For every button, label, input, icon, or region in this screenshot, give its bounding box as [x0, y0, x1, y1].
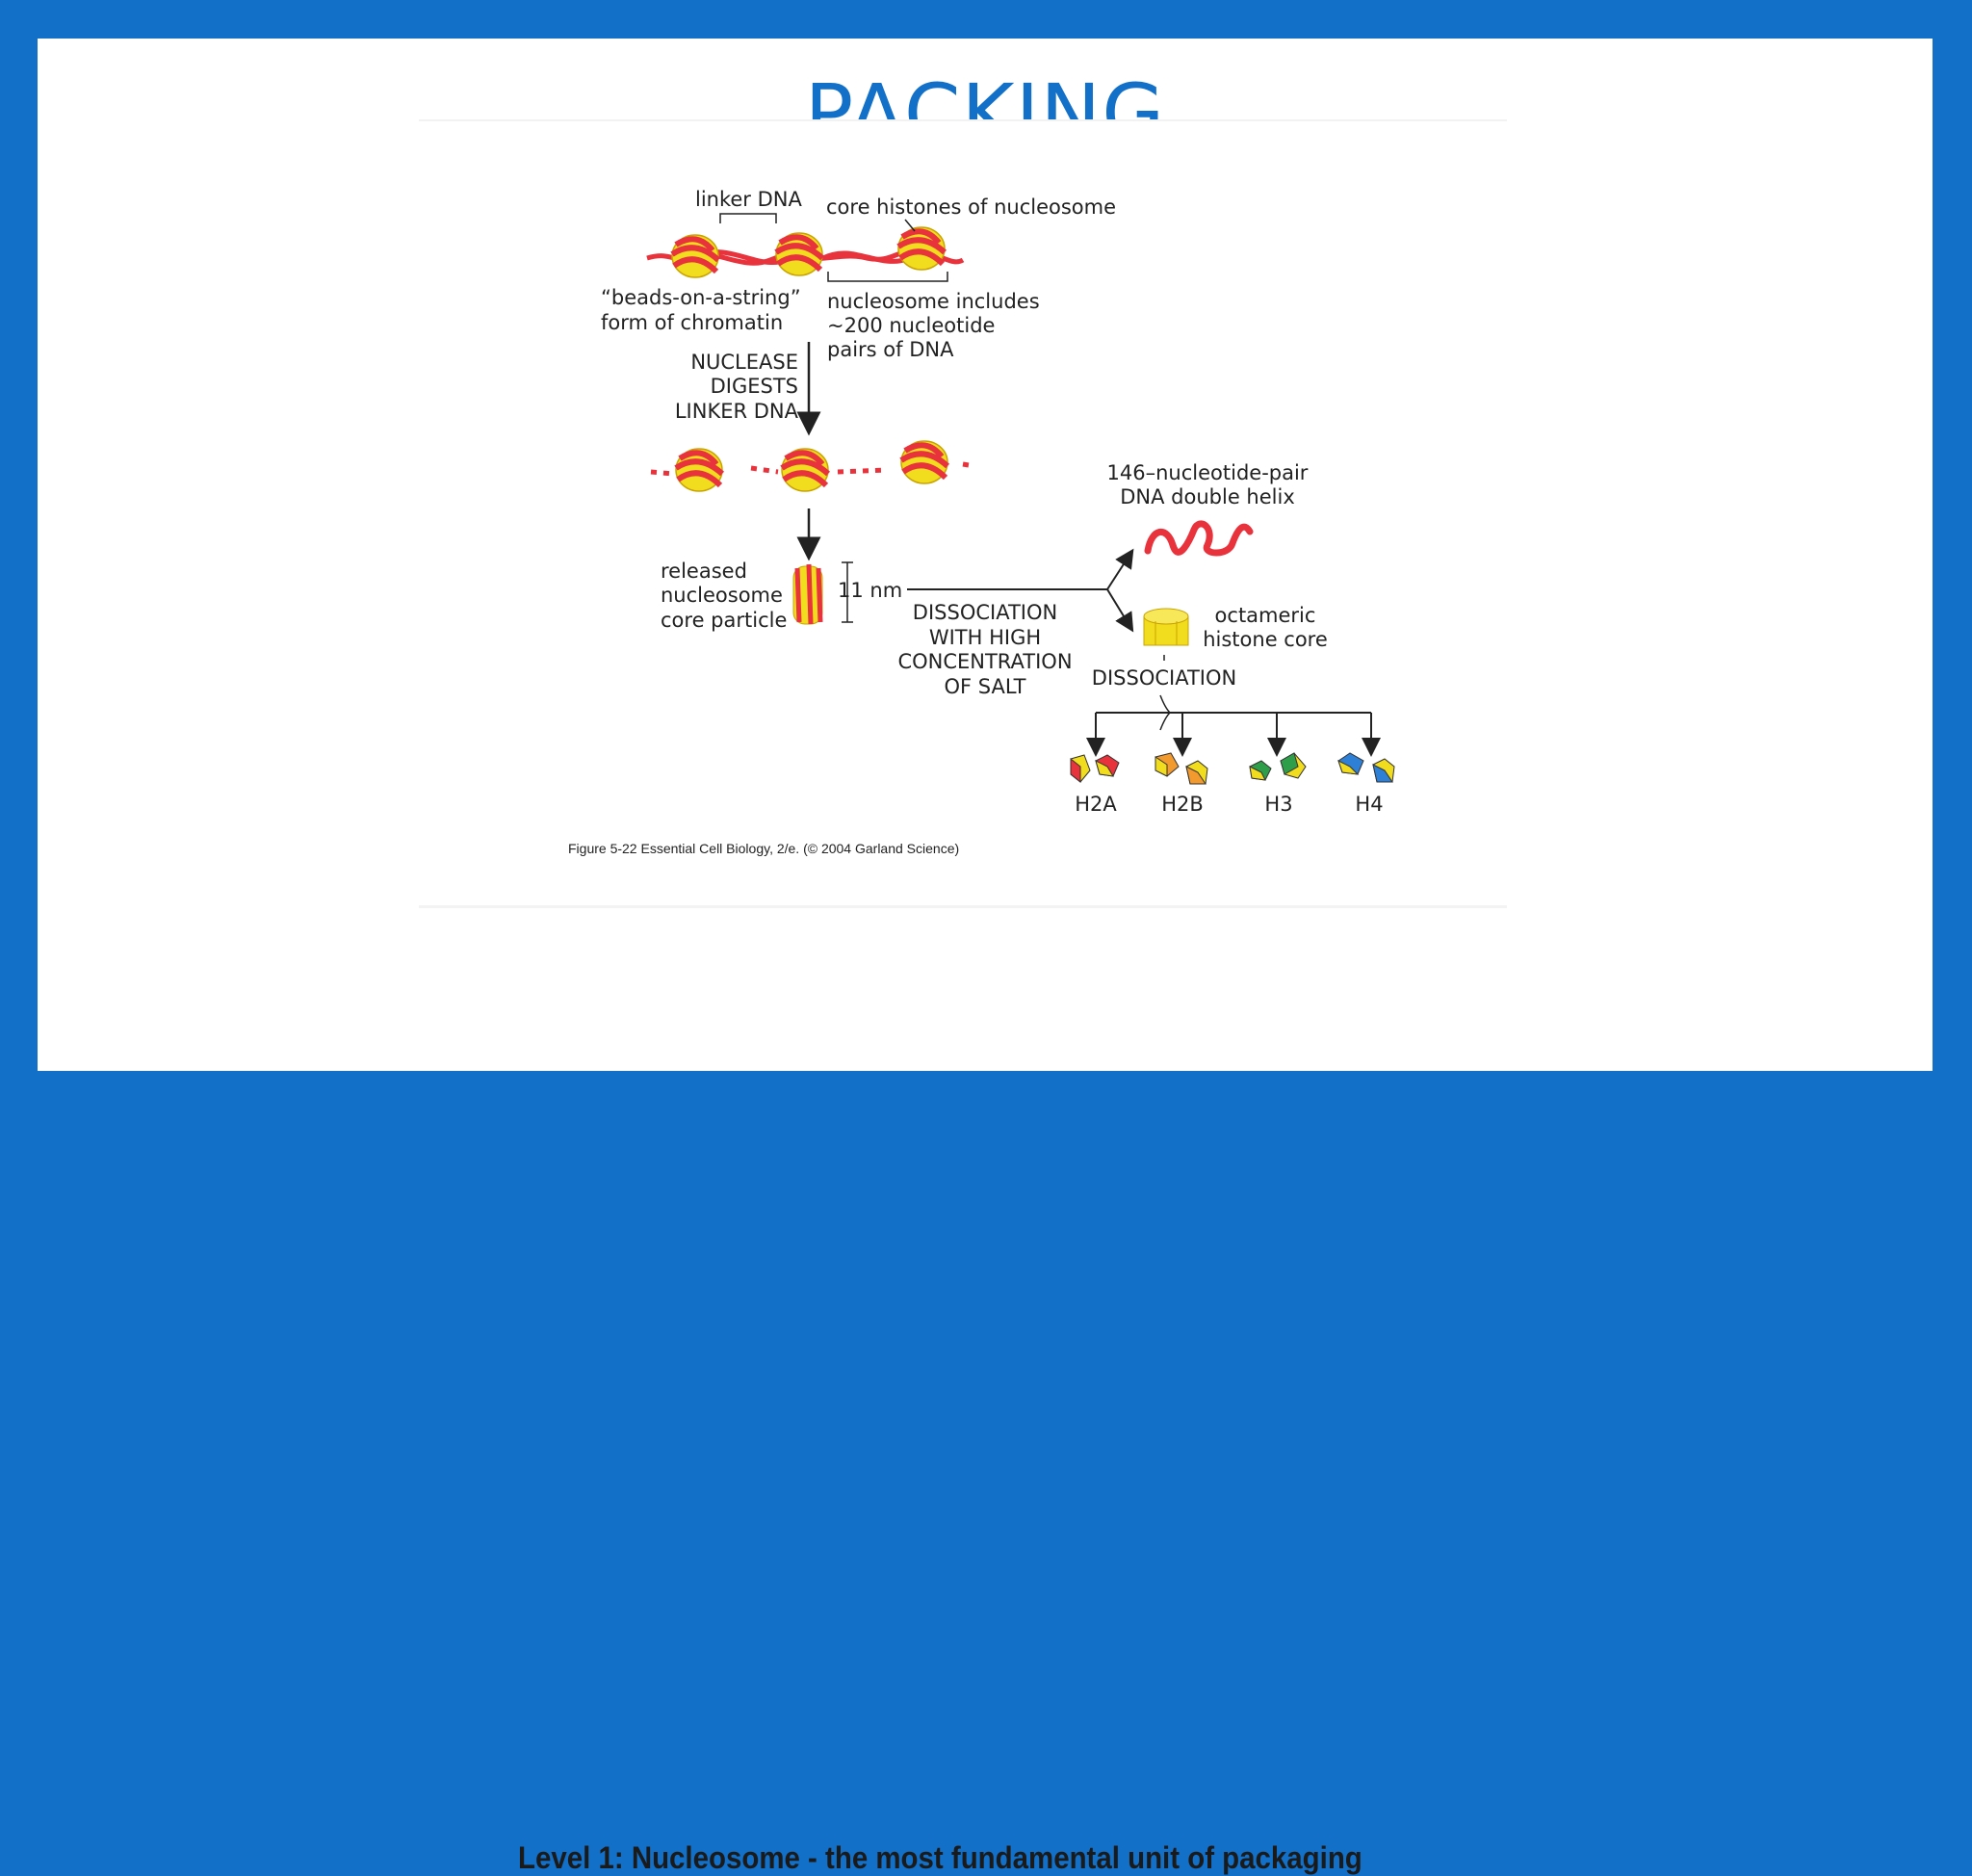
beads-on-string-chromatin [646, 227, 965, 277]
branch-arrow-down [1106, 588, 1134, 633]
histone-label-h4: H4 [1355, 793, 1383, 816]
dissociation-label: DISSOCIATION [1092, 666, 1236, 690]
linker-dna-label: linker DNA [695, 188, 802, 211]
pointer-line [904, 219, 916, 232]
salt-label-1: DISSOCIATION [913, 601, 1057, 624]
nucleosome-label-1: nucleosome includes [827, 290, 1040, 313]
nucleosome-diagram: linker DNA core histones of nucleosome “… [568, 188, 1395, 856]
beads-label-1: “beads-on-a-string” [601, 286, 801, 309]
linker-bracket [719, 213, 777, 223]
histone-label-h2a: H2A [1075, 793, 1117, 816]
nucleosome-label-2: ~200 nucleotide [827, 314, 995, 337]
salt-label-4: OF SALT [944, 675, 1025, 698]
octameric-label-1: octameric [1215, 604, 1316, 627]
nucleosome-label-3: pairs of DNA [827, 338, 954, 361]
helix-label-2: DNA double helix [1120, 485, 1295, 508]
branch-arrow-up [1106, 548, 1134, 590]
released-label-2: nucleosome [661, 584, 783, 607]
size-bar [842, 561, 853, 623]
helix-label-1: 146–nucleotide-pair [1107, 461, 1309, 484]
nucleosome-bead [676, 449, 722, 491]
dna-helix-icon [1144, 520, 1254, 557]
figure-panel [419, 119, 1507, 882]
nucleosome-bead [776, 233, 822, 275]
released-label-1: released [661, 560, 747, 583]
released-label-3: core particle [661, 609, 787, 632]
nucleosome-bracket [827, 272, 948, 282]
nucleosome-bead [672, 235, 718, 277]
salt-label-2: WITH HIGH [929, 626, 1041, 649]
released-core-particle [792, 563, 823, 625]
beads-label-2: form of chromatin [601, 311, 783, 334]
h2b-icon [1155, 752, 1208, 785]
h2a-icon [1070, 754, 1120, 784]
h4-icon [1337, 752, 1395, 783]
salt-label-3: CONCENTRATION [897, 650, 1072, 673]
octameric-core-icon [1143, 608, 1189, 646]
caption-panel: Level 1: Nucleosome - the most fundament… [419, 905, 1507, 1875]
h3-icon [1249, 752, 1307, 781]
nuclease-label-3: LINKER DNA [675, 400, 799, 423]
nucleosome-bead [898, 227, 945, 270]
figure-citation: Figure 5-22 Essential Cell Biology, 2/e.… [568, 841, 959, 856]
nuclease-label-2: DIGESTS [711, 375, 798, 398]
nucleosome-bead [901, 441, 947, 483]
core-histones-label: core histones of nucleosome [826, 195, 1116, 219]
digested-chromatin [650, 441, 975, 491]
nuclease-label-1: NUCLEASE [690, 351, 798, 374]
slide-caption: Level 1: Nucleosome - the most fundament… [518, 1840, 1362, 1875]
nucleosome-bead [782, 449, 828, 491]
histone-label-h3: H3 [1264, 793, 1292, 816]
octameric-label-2: histone core [1203, 628, 1328, 651]
size-label: 11 nm [838, 579, 902, 602]
histone-label-h2b: H2B [1161, 793, 1204, 816]
